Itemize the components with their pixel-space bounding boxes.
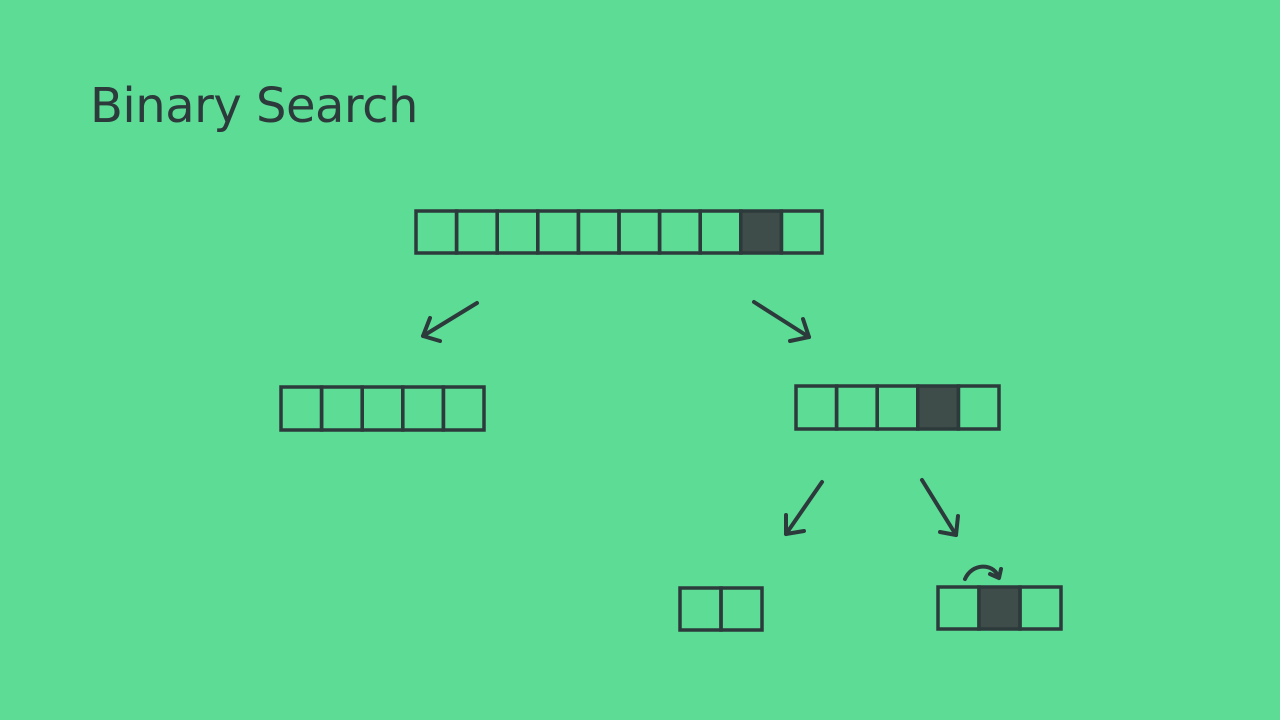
arrow-root-to-left (421, 301, 479, 343)
arrow-half-to-right (920, 478, 960, 537)
array-cell-target (977, 585, 1022, 631)
array-cell-target (916, 384, 961, 431)
array-cell (279, 385, 324, 432)
array-cell (657, 209, 702, 255)
array-cell (414, 209, 459, 255)
arrow-root-to-right (752, 300, 811, 343)
array-cell (779, 209, 824, 255)
arrow-half-to-left (784, 480, 824, 536)
left-half-array (279, 385, 486, 432)
array-cell (698, 209, 743, 255)
array-cell (1018, 585, 1063, 631)
curved-arrow-icon (963, 564, 1003, 581)
array-cell (678, 586, 723, 632)
array-cell (576, 209, 621, 255)
array-cell (319, 385, 364, 432)
array-cell (454, 209, 499, 255)
array-cell (536, 209, 581, 255)
left-quarter-array (678, 586, 764, 632)
array-cell (441, 385, 486, 432)
array-cell (401, 385, 446, 432)
root-array (414, 209, 824, 255)
array-cell (719, 586, 764, 632)
array-cell (936, 585, 981, 631)
array-cell (956, 384, 1001, 431)
array-cell (617, 209, 662, 255)
array-cell (360, 385, 405, 432)
array-cell-target (739, 209, 784, 255)
array-cell (495, 209, 540, 255)
array-cell (875, 384, 920, 431)
page-title: Binary Search (90, 78, 418, 134)
right-quarter-array (936, 585, 1063, 631)
right-half-array (794, 384, 1001, 431)
array-cell (834, 384, 879, 431)
array-cell (794, 384, 839, 431)
